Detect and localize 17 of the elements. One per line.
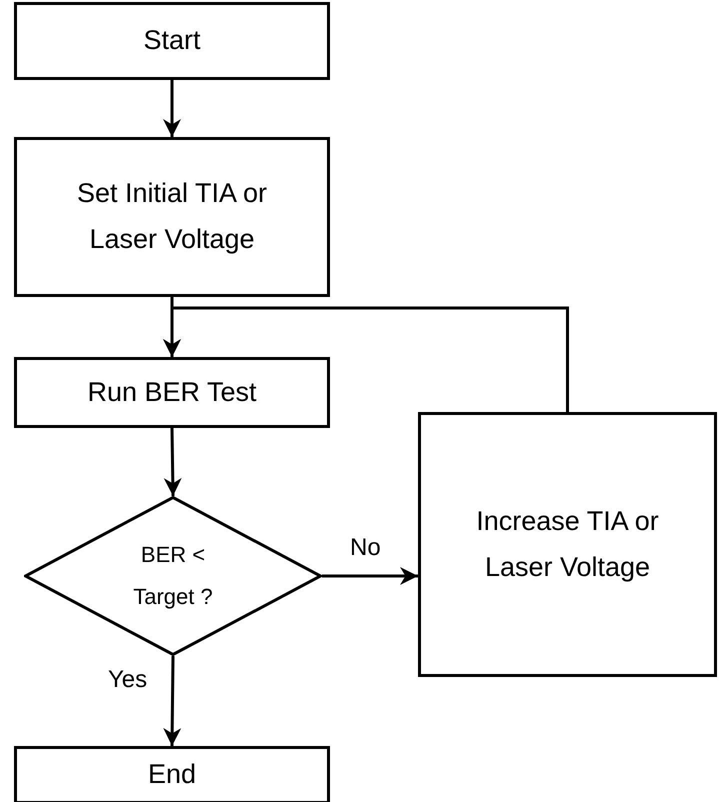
arrow: [163, 80, 181, 137]
process-box: [14, 746, 330, 802]
node-label: Start: [143, 24, 201, 58]
arrow: [163, 306, 569, 412]
node-label: Increase TIA or Laser Voltage: [475, 504, 660, 584]
node-label: BER < Target ?: [132, 541, 214, 611]
arrow: [164, 428, 182, 496]
decision-diamond: [24, 496, 322, 656]
process-box: [14, 137, 330, 297]
node-label: Set Initial TIA or Laser Voltage: [76, 177, 268, 256]
arrow: [163, 656, 182, 746]
node-label: Run BER Test: [87, 376, 257, 409]
process-box: [14, 357, 330, 428]
process-box: [418, 412, 717, 677]
process-box: [14, 2, 330, 80]
arrow: [322, 567, 418, 585]
node-label: End: [148, 758, 196, 792]
